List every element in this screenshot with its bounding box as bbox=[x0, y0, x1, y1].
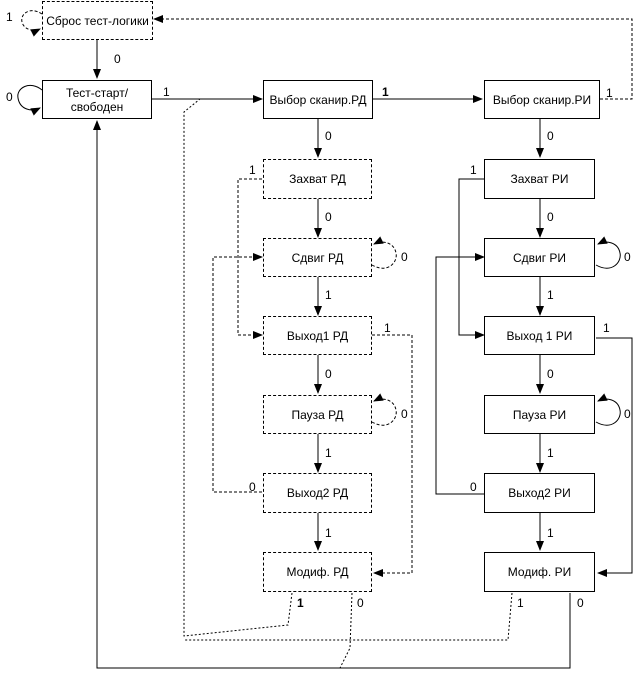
state-idle: Тест-старт/ свободен bbox=[42, 80, 152, 119]
wire-update-dr-to-idle bbox=[339, 592, 353, 669]
label-shift-dr-self: 0 bbox=[401, 250, 408, 264]
wire-reset-self bbox=[21, 10, 43, 37]
wire-exit1-dr-to-update bbox=[372, 334, 413, 577]
state-pause-ir: Пауза РИ bbox=[484, 395, 595, 434]
state-exit1-dr: Выход1 РД bbox=[263, 316, 372, 355]
state-pause-dr: Пауза РД bbox=[263, 395, 372, 434]
label-reset-self: 1 bbox=[6, 10, 13, 24]
label-shift-dr-to-exit1: 1 bbox=[325, 288, 332, 302]
state-exit2-ir: Выход2 РИ bbox=[484, 473, 595, 513]
label-pause-ir-self: 0 bbox=[624, 407, 631, 421]
label-update-dr-to-idle: 0 bbox=[357, 596, 364, 610]
label-exit1-dr-to-update: 1 bbox=[384, 321, 391, 335]
label-pause-dr-to-exit2: 1 bbox=[325, 446, 332, 460]
state-select-ir: Выбор сканир.РИ bbox=[484, 80, 600, 119]
wire-update-ir-to-select-dr bbox=[184, 592, 513, 641]
label-shift-ir-to-exit1: 1 bbox=[547, 288, 554, 302]
wire-shift-ir-self bbox=[595, 236, 621, 269]
label-update-ir-to-select: 1 bbox=[517, 596, 524, 610]
state-update-ir: Модиф. РИ bbox=[484, 552, 595, 592]
label-capture-dr-to-shift: 0 bbox=[325, 210, 332, 224]
state-capture-ir: Захват РИ bbox=[484, 159, 595, 199]
state-capture-dr: Захват РД bbox=[263, 159, 372, 199]
label-pause-dr-self: 0 bbox=[401, 407, 408, 421]
wire-pause-dr-self bbox=[371, 393, 397, 426]
label-select-dr-to-capture-dr: 0 bbox=[325, 129, 332, 143]
wire-select-ir-to-reset bbox=[153, 15, 633, 100]
label-exit1-ir-to-pause: 0 bbox=[547, 367, 554, 381]
label-select-ir-to-capture-ir: 0 bbox=[547, 129, 554, 143]
label-pause-ir-to-exit2: 1 bbox=[547, 446, 554, 460]
wire-idle-self bbox=[17, 85, 43, 116]
state-select-dr: Выбор сканир.РД bbox=[263, 80, 373, 119]
label-capture-ir-to-shift: 0 bbox=[547, 210, 554, 224]
wire-pause-ir-self bbox=[595, 393, 621, 426]
wire-capture-dr-to-exit1 bbox=[237, 178, 263, 339]
wire-exit1-ir-to-update bbox=[596, 337, 633, 577]
state-exit2-dr: Выход2 РД bbox=[263, 473, 372, 513]
label-exit2-ir-to-update: 1 bbox=[547, 526, 554, 540]
label-select-ir-to-reset: 1 bbox=[606, 86, 613, 100]
wire-update-dr-to-select-dr bbox=[183, 98, 293, 637]
label-exit2-dr-to-shift: 0 bbox=[249, 480, 256, 494]
wire-exit2-dr-to-shift bbox=[212, 253, 263, 493]
state-exit1-ir: Выход 1 РИ bbox=[484, 316, 595, 355]
label-reset-to-idle: 0 bbox=[114, 52, 121, 66]
state-shift-ir: Сдвиг РИ bbox=[484, 238, 595, 277]
wire-exit2-ir-to-shift bbox=[435, 253, 485, 495]
label-exit1-ir-to-update: 1 bbox=[603, 321, 610, 335]
label-idle-self: 0 bbox=[6, 90, 13, 104]
label-capture-ir-to-exit1: 1 bbox=[470, 163, 477, 177]
label-idle-to-select-dr: 1 bbox=[163, 85, 170, 99]
label-select-dr-to-select-ir: 1 bbox=[382, 85, 389, 99]
label-capture-dr-to-exit1: 1 bbox=[249, 163, 256, 177]
state-update-dr: Модиф. РД bbox=[263, 552, 372, 592]
label-shift-ir-self: 0 bbox=[624, 250, 631, 264]
wire-update-ir-to-idle bbox=[93, 120, 571, 669]
label-update-ir-to-idle: 0 bbox=[577, 596, 584, 610]
label-exit2-ir-to-shift: 0 bbox=[470, 480, 477, 494]
state-reset: Сброс тест-логики bbox=[42, 1, 153, 40]
state-shift-dr: Сдвиг РД bbox=[263, 238, 372, 277]
label-exit1-dr-to-pause: 0 bbox=[325, 367, 332, 381]
label-exit2-dr-to-update: 1 bbox=[325, 526, 332, 540]
label-update-dr-to-select: 1 bbox=[297, 596, 304, 610]
wire-shift-dr-self bbox=[371, 236, 397, 269]
